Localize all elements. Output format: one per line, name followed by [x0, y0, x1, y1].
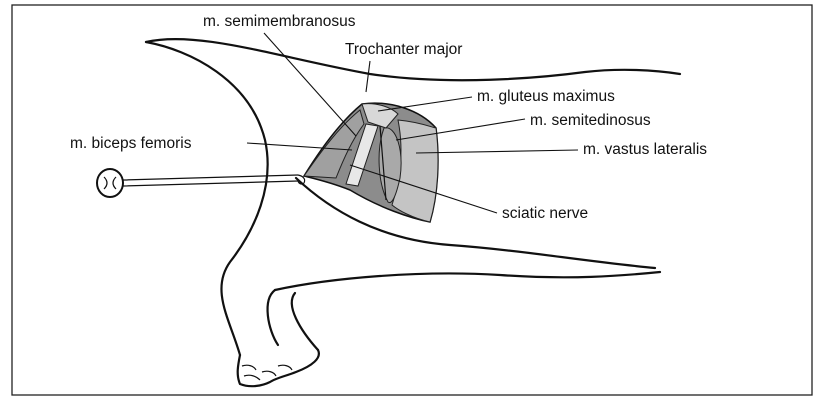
label-semimembranosus: m. semimembranosus	[203, 13, 356, 30]
electrode-wire	[123, 175, 298, 186]
label-semitendinosus: m. semitedinosus	[530, 112, 651, 129]
electrode-head	[97, 169, 123, 197]
label-sciatic-nerve: sciatic nerve	[502, 205, 588, 222]
label-gluteus-maximus: m. gluteus maximus	[477, 88, 615, 105]
label-biceps-femoris: m. biceps femoris	[70, 135, 192, 152]
exposed-muscles	[304, 103, 438, 222]
electrode	[97, 169, 305, 197]
label-trochanter-major: Trochanter major	[345, 41, 462, 58]
label-vastus-lateralis: m. vastus lateralis	[583, 141, 707, 158]
